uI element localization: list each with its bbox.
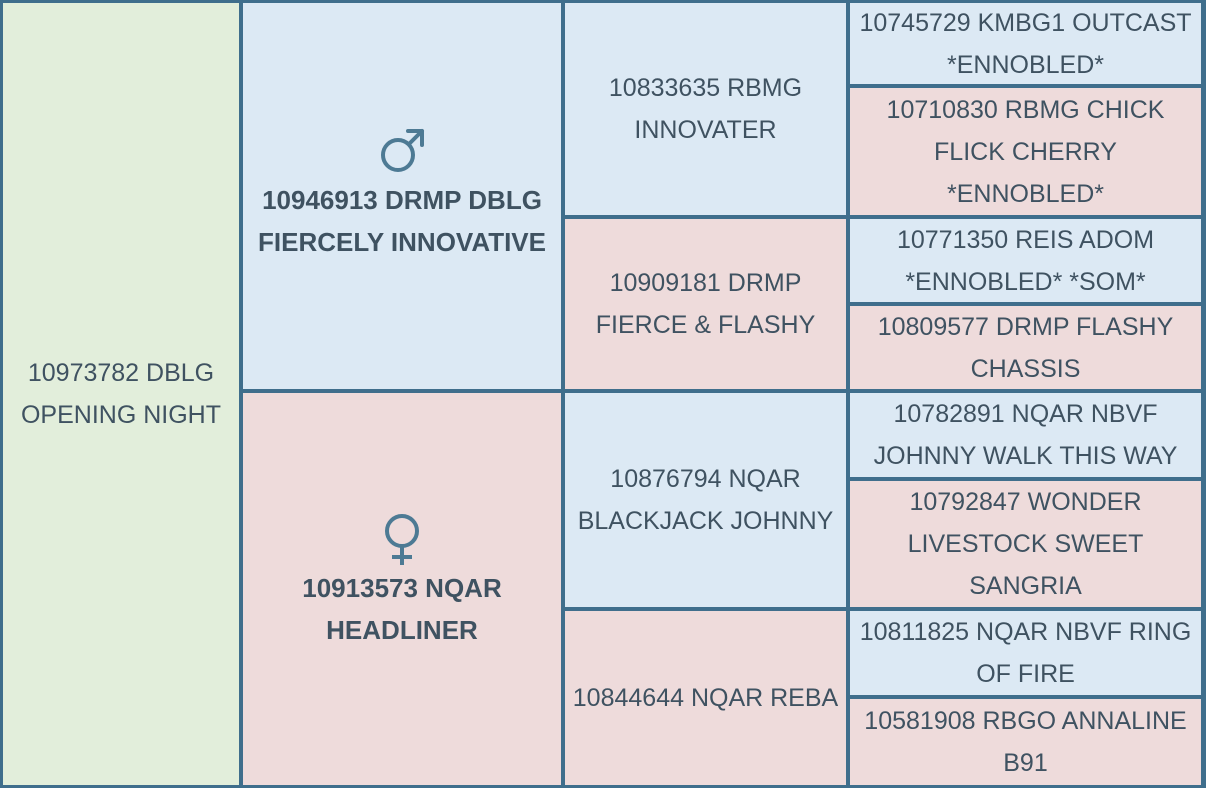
subject-cell: 10973782 DBLG OPENING NIGHT	[3, 3, 239, 785]
great-grandparent-5-name: 10782891 NQAR NBVF JOHNNY WALK THIS WAY	[873, 400, 1178, 470]
grandsire-paternal-cell: 10833635 RBMG INNOVATER	[565, 3, 846, 215]
great-grandparent-1-name: 10745729 KMBG1 OUTCAST *ENNOBLED*	[859, 8, 1192, 79]
great-grandparent-4-name: 10809577 DRMP FLASHY CHASSIS	[877, 312, 1174, 383]
grandsire-maternal-cell: 10876794 NQAR BLACKJACK JOHNNY	[565, 393, 846, 607]
dam-cell: 10913573 NQAR HEADLINER	[243, 393, 561, 785]
granddam-maternal-cell: 10844644 NQAR REBA	[565, 611, 846, 785]
granddam-paternal-name: 10909181 DRMP FIERCE & FLASHY	[595, 269, 816, 339]
great-grandparent-8-name: 10581908 RBGO ANNALINE B91	[864, 707, 1187, 777]
great-grandparent-4-cell: 10809577 DRMP FLASHY CHASSIS	[850, 306, 1201, 389]
dam-name: 10913573 NQAR HEADLINER	[302, 573, 502, 645]
great-grandparent-2-name: 10710830 RBMG CHICK FLICK CHERRY *ENNOBL…	[886, 95, 1165, 208]
great-grandparent-1-cell: 10745729 KMBG1 OUTCAST *ENNOBLED*	[850, 3, 1201, 84]
grandsire-paternal-name: 10833635 RBMG INNOVATER	[608, 74, 803, 144]
male-symbol-icon	[374, 123, 430, 179]
great-grandparent-6-name: 10792847 WONDER LIVESTOCK SWEET SANGRIA	[907, 488, 1144, 600]
female-symbol-icon	[374, 511, 430, 567]
great-grandparent-6-cell: 10792847 WONDER LIVESTOCK SWEET SANGRIA	[850, 481, 1201, 607]
great-grandparent-2-cell: 10710830 RBMG CHICK FLICK CHERRY *ENNOBL…	[850, 88, 1201, 215]
great-grandparent-3-cell: 10771350 REIS ADOM *ENNOBLED* *SOM*	[850, 219, 1201, 302]
granddam-paternal-cell: 10909181 DRMP FIERCE & FLASHY	[565, 219, 846, 389]
great-grandparent-7-name: 10811825 NQAR NBVF RING OF FIRE	[859, 618, 1192, 688]
great-grandparent-8-cell: 10581908 RBGO ANNALINE B91	[850, 699, 1201, 785]
sire-cell: 10946913 DRMP DBLG FIERCELY INNOVATIVE	[243, 3, 561, 389]
granddam-maternal-name: 10844644 NQAR REBA	[572, 684, 839, 712]
sire-name: 10946913 DRMP DBLG FIERCELY INNOVATIVE	[258, 185, 546, 257]
great-grandparent-7-cell: 10811825 NQAR NBVF RING OF FIRE	[850, 611, 1201, 695]
great-grandparent-3-name: 10771350 REIS ADOM *ENNOBLED* *SOM*	[896, 225, 1155, 296]
grandsire-maternal-name: 10876794 NQAR BLACKJACK JOHNNY	[577, 465, 834, 535]
great-grandparent-5-cell: 10782891 NQAR NBVF JOHNNY WALK THIS WAY	[850, 393, 1201, 477]
subject-name: 10973782 DBLG OPENING NIGHT	[20, 359, 221, 429]
